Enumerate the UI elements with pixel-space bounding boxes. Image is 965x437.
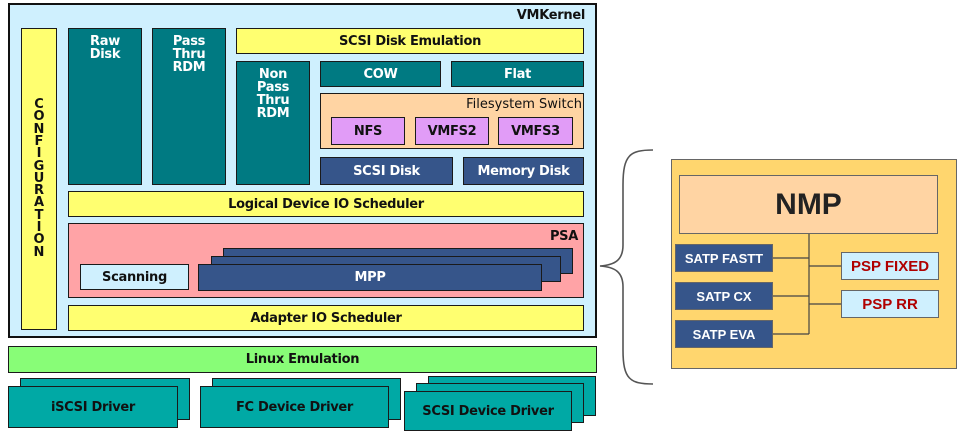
pass-thru-rdm-box: Pass Thru RDM: [152, 28, 226, 185]
vmfs2-box: VMFS2: [415, 117, 489, 145]
psp-rr-box: PSP RR: [841, 290, 939, 318]
flat-box: Flat: [451, 61, 584, 87]
vmfs3-label: VMFS3: [511, 123, 560, 139]
memory-disk-box: Memory Disk: [463, 157, 584, 185]
scanning-label: Scanning: [102, 269, 167, 285]
logical-device-io-scheduler-box: Logical Device IO Scheduler: [68, 191, 584, 217]
memory-disk-label: Memory Disk: [477, 163, 570, 179]
adapter-io-scheduler-label: Adapter IO Scheduler: [250, 310, 402, 326]
logical-device-io-scheduler-label: Logical Device IO Scheduler: [228, 196, 424, 212]
satp-eva-box: SATP EVA: [675, 320, 773, 348]
configuration-letter: C: [34, 97, 44, 113]
mpp-box: MPP: [198, 264, 542, 291]
flat-label: Flat: [503, 66, 532, 82]
adapter-io-scheduler-box: Adapter IO Scheduler: [68, 305, 584, 331]
iscsi-driver-label: iSCSI Driver: [50, 399, 136, 415]
configuration-letter: O: [33, 232, 45, 248]
cow-label: COW: [363, 66, 398, 82]
configuration-letter: R: [33, 183, 44, 199]
linux-emulation-label: Linux Emulation: [245, 352, 360, 367]
iscsi-driver-box: iSCSI Driver: [8, 386, 178, 428]
configuration-letter: T: [34, 207, 44, 223]
scsi-disk-emulation-label: SCSI Disk Emulation: [338, 33, 482, 49]
satp-fastt-label: SATP FASTT: [684, 250, 764, 266]
satp-fastt-box: SATP FASTT: [675, 244, 773, 272]
non-pass-thru-rdm-label: Non Pass Thru RDM: [256, 67, 290, 121]
configuration-letter: N: [33, 244, 45, 260]
raw-disk-label: Raw Disk: [89, 34, 121, 62]
scsi-disk-label: SCSI Disk: [353, 163, 420, 179]
nfs-label: NFS: [353, 123, 383, 139]
scsi-driver-label: SCSI Device Driver: [422, 403, 554, 419]
scsi-disk-box: SCSI Disk: [320, 157, 453, 185]
vmfs2-label: VMFS2: [427, 123, 477, 139]
vmkernel-title: VMKernel: [516, 8, 586, 23]
filesystem-switch-title: Filesystem Switch: [466, 97, 582, 112]
nmp-label: NMP: [775, 187, 842, 221]
raw-disk-box: Raw Disk: [68, 28, 142, 185]
fc-driver-box: FC Device Driver: [200, 386, 389, 428]
configuration-letter: F: [34, 133, 44, 149]
nfs-box: NFS: [331, 117, 405, 145]
fc-driver-label: FC Device Driver: [235, 399, 354, 415]
vmfs3-box: VMFS3: [498, 117, 573, 145]
configuration-letter: U: [33, 170, 45, 186]
scanning-box: Scanning: [80, 264, 189, 290]
psp-fixed-label: PSP FIXED: [850, 257, 930, 275]
mpp-label: MPP: [354, 270, 386, 285]
scsi-disk-emulation-box: SCSI Disk Emulation: [236, 28, 584, 54]
configuration-letter: I: [36, 146, 42, 162]
satp-cx-label: SATP CX: [696, 288, 752, 304]
linux-emulation-box: Linux Emulation: [8, 346, 597, 373]
non-pass-thru-rdm-box: Non Pass Thru RDM: [236, 61, 310, 185]
psa-title: PSA: [549, 229, 578, 244]
psp-rr-label: PSP RR: [862, 295, 918, 313]
configuration-letter: O: [33, 109, 45, 125]
psp-fixed-box: PSP FIXED: [841, 252, 939, 280]
nmp-box: NMP: [679, 175, 938, 234]
configuration-letter: G: [33, 158, 45, 174]
satp-cx-box: SATP CX: [675, 282, 773, 310]
configuration-letter: N: [33, 121, 45, 137]
cow-box: COW: [320, 61, 441, 87]
nmp-connectors: [773, 234, 841, 335]
pass-thru-rdm-label: Pass Thru RDM: [172, 34, 206, 75]
satp-eva-label: SATP EVA: [692, 326, 756, 342]
configuration-letter: I: [36, 220, 42, 236]
curly-brace-icon: [599, 149, 654, 385]
scsi-driver-box: SCSI Device Driver: [404, 391, 572, 431]
configuration-letter: A: [33, 195, 45, 211]
